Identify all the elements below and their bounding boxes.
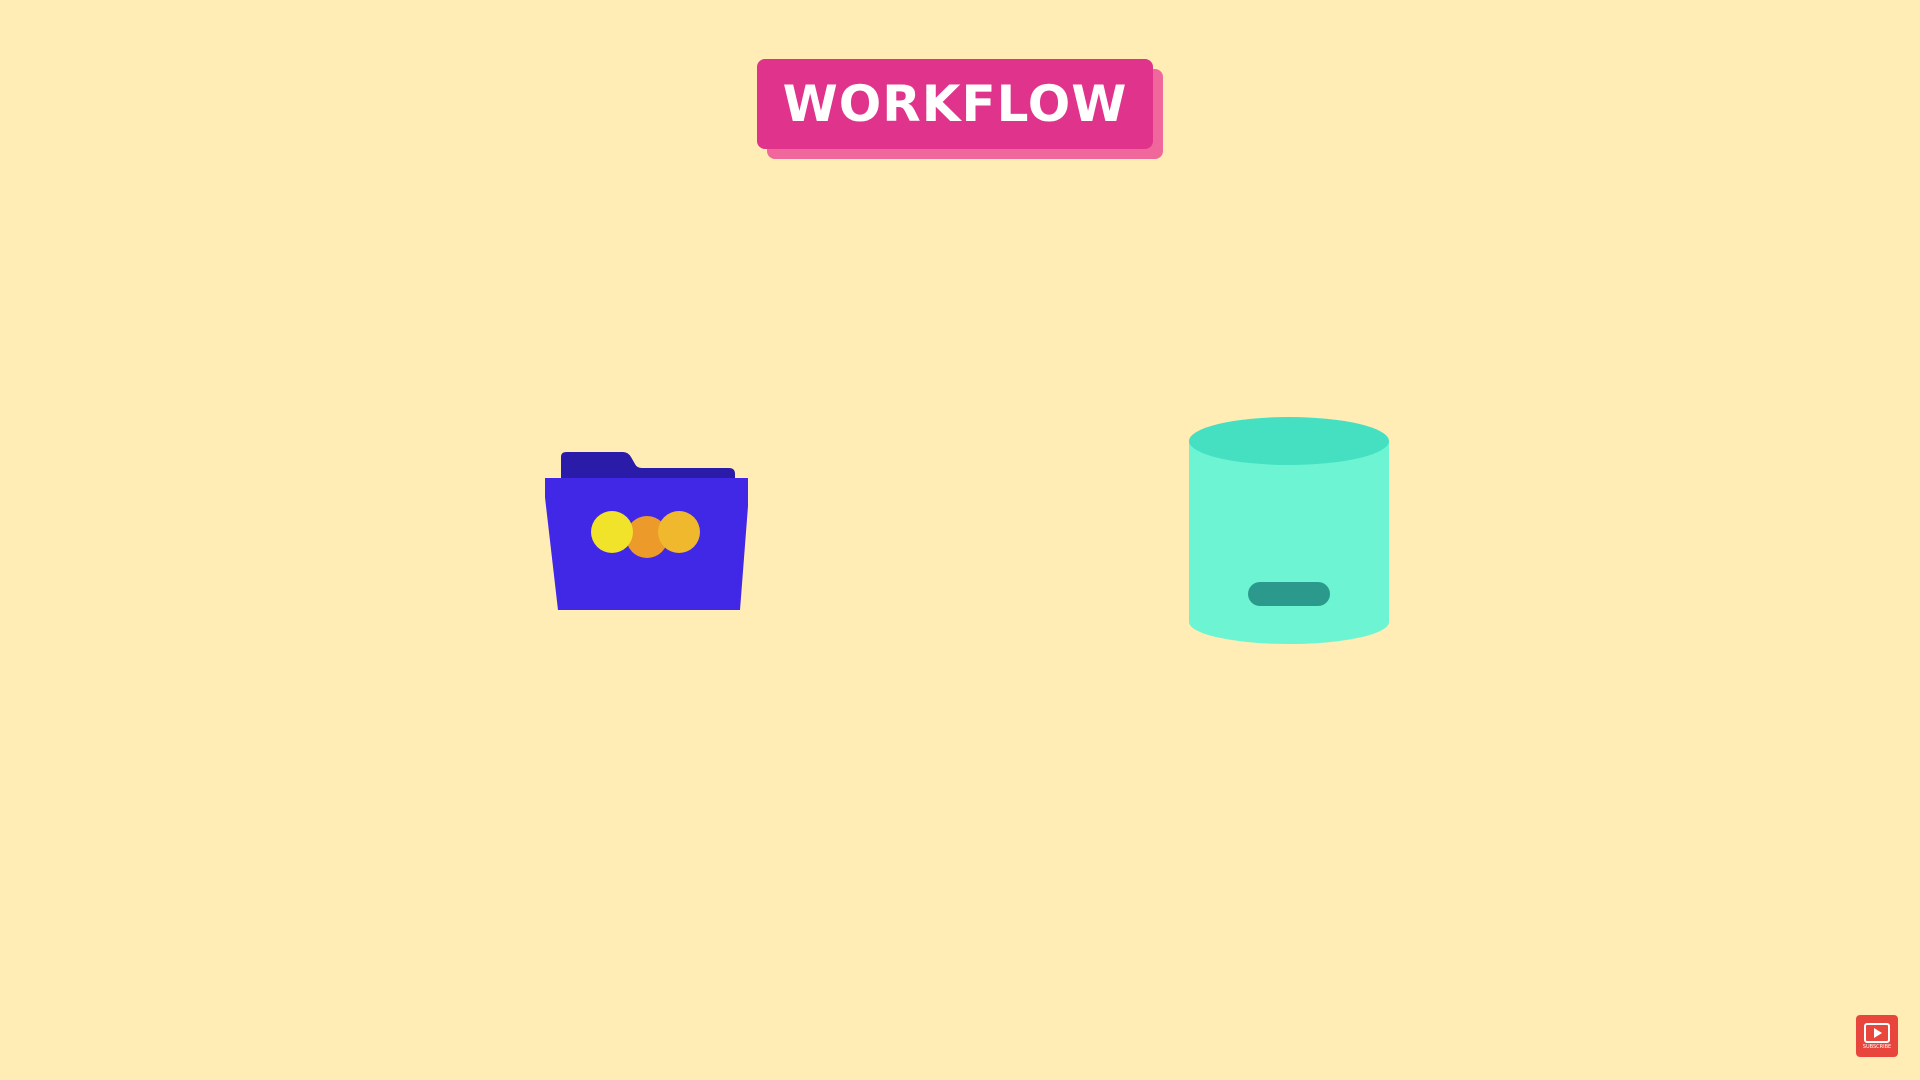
coin-yellow xyxy=(591,511,633,553)
cylinder-slot xyxy=(1248,582,1330,606)
page-title: WORKFLOW xyxy=(782,75,1128,133)
title-badge-face: WORKFLOW xyxy=(757,59,1153,149)
subscribe-label: SUBSCRIBE xyxy=(1862,1043,1892,1050)
workflow-title-badge: WORKFLOW xyxy=(757,59,1163,159)
database-cylinder-icon xyxy=(1187,416,1391,646)
coin-gold xyxy=(658,511,700,553)
cylinder-top xyxy=(1189,417,1389,465)
cylinder-body xyxy=(1189,441,1389,644)
folder-icon xyxy=(543,452,750,612)
play-icon xyxy=(1864,1022,1890,1043)
coin-orange xyxy=(626,516,668,558)
subscribe-button[interactable]: SUBSCRIBE xyxy=(1856,1015,1898,1057)
